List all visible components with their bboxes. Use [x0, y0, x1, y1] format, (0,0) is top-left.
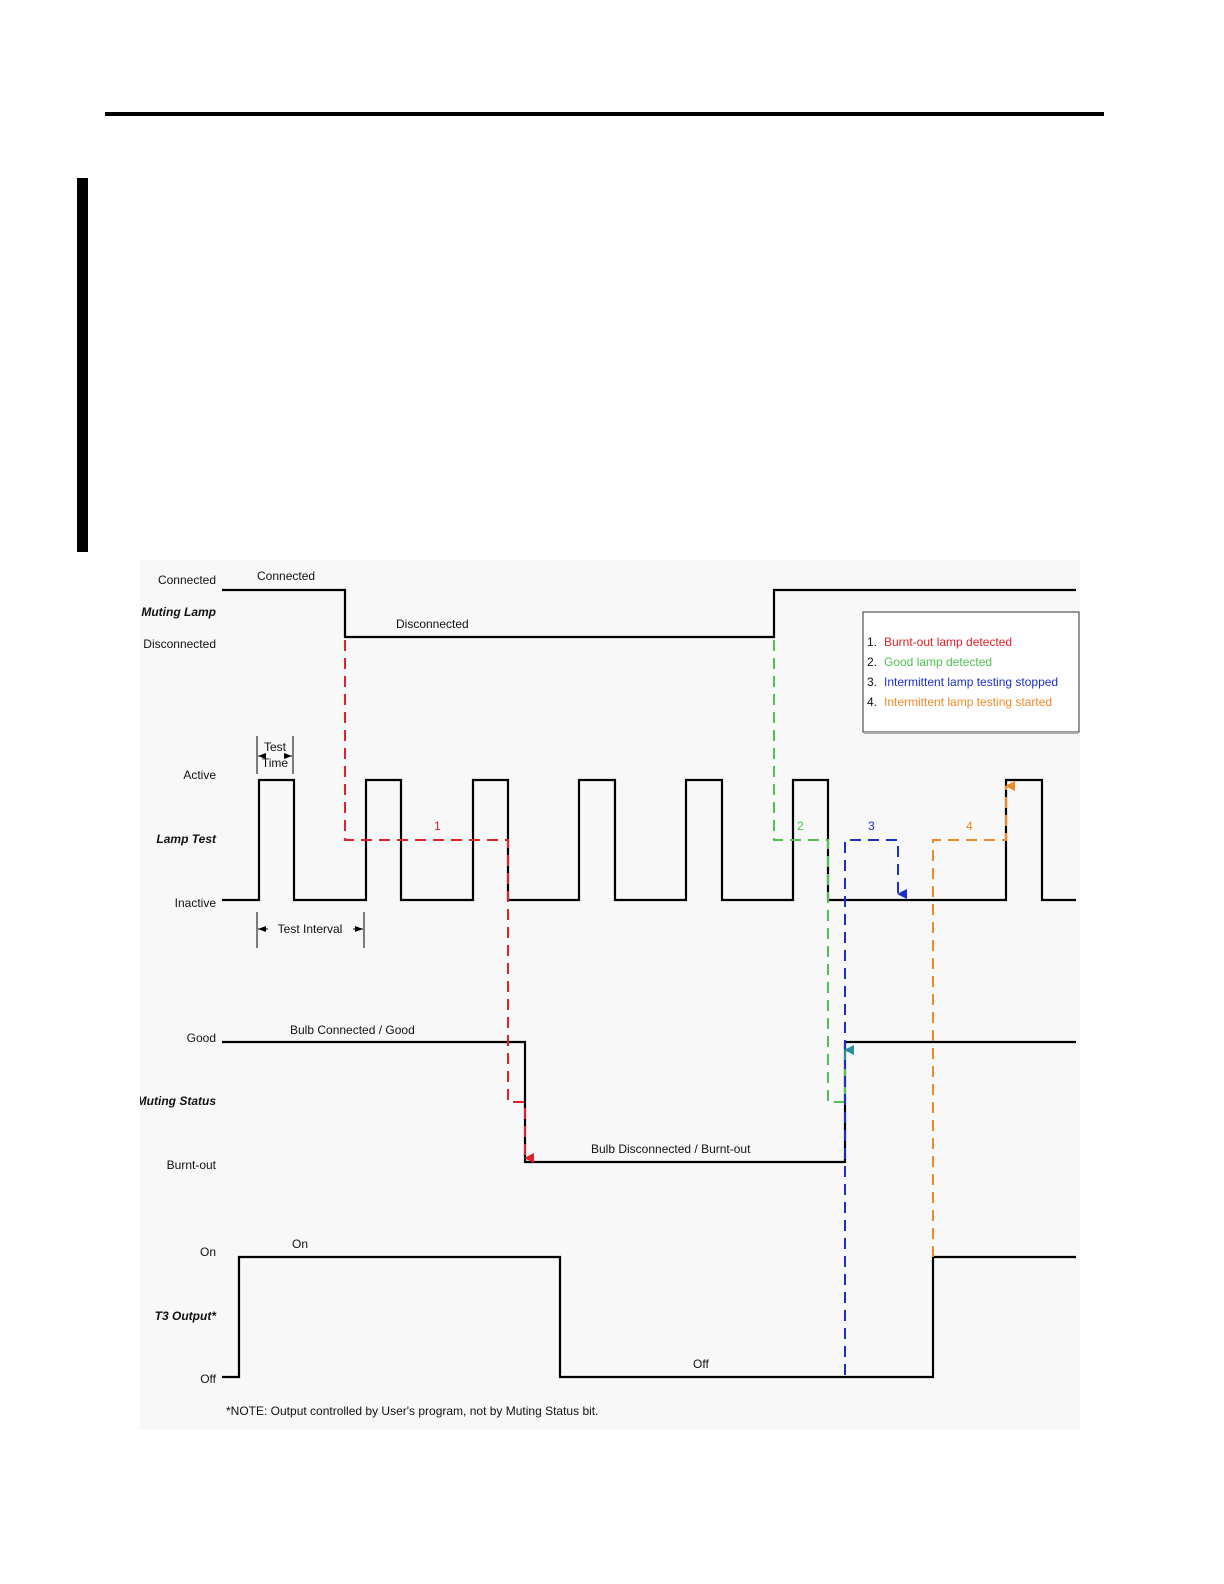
t3-output-low-label: Off — [200, 1372, 216, 1386]
muting-status-waveform — [222, 1040, 1076, 1164]
top-rule — [105, 112, 1104, 116]
legend-3-text: Intermittent lamp testing stopped — [884, 675, 1058, 689]
legend-1-num: 1. — [867, 635, 877, 649]
muting-status-high-label: Good — [187, 1031, 216, 1045]
path-3-testing-stopped — [844, 839, 907, 1375]
t3-output-off-note: Off — [693, 1357, 709, 1371]
footnote: *NOTE: Output controlled by User's progr… — [226, 1404, 598, 1418]
muting-lamp-high-label: Connected — [158, 573, 216, 587]
change-bar — [77, 178, 88, 552]
marker-3: 3 — [868, 819, 875, 833]
muting-lamp-connected-note: Connected — [257, 569, 315, 583]
legend-2-num: 2. — [867, 655, 877, 669]
marker-4: 4 — [966, 819, 973, 833]
lamp-test-high-label: Active — [183, 768, 216, 782]
legend-box — [862, 611, 1080, 733]
muting-status-name: Muting Status — [140, 1094, 216, 1108]
muting-status-burntout-note: Bulb Disconnected / Burnt-out — [591, 1142, 751, 1156]
test-interval-label: Test Interval — [278, 922, 343, 936]
timing-diagram-svg: Connected Muting Lamp Disconnected Activ… — [140, 569, 1080, 1418]
muting-lamp-disconnected-note: Disconnected — [396, 617, 469, 631]
t3-output-high-label: On — [200, 1245, 216, 1259]
muting-lamp-name: Muting Lamp — [141, 605, 216, 619]
legend-4-num: 4. — [867, 695, 877, 709]
t3-output-on-note: On — [292, 1237, 308, 1251]
timing-diagram: Connected Muting Lamp Disconnected Activ… — [140, 560, 1080, 1430]
muting-lamp-waveform — [222, 588, 1076, 639]
legend: 1. Burnt-out lamp detected 2. Good lamp … — [862, 611, 1080, 734]
lamp-test-low-label: Inactive — [175, 896, 217, 910]
legend-1-text: Burnt-out lamp detected — [884, 635, 1012, 649]
legend-4-text: Intermittent lamp testing started — [884, 695, 1052, 709]
test-time-label-2: Time — [262, 756, 289, 770]
t3-output-waveform — [222, 1255, 1076, 1379]
path-4-testing-started — [932, 781, 1015, 1257]
path-2-good-lamp — [773, 640, 846, 1103]
muting-status-low-label: Burnt-out — [167, 1158, 217, 1172]
path-1-burnt-out — [344, 640, 534, 1163]
t3-output-name: T3 Output* — [155, 1309, 218, 1323]
muting-status-good-note: Bulb Connected / Good — [290, 1023, 415, 1037]
test-time-label-1: Test — [264, 740, 287, 754]
marker-1: 1 — [434, 819, 441, 833]
lamp-test-waveform — [222, 778, 1076, 902]
legend-3-num: 3. — [867, 675, 877, 689]
muting-lamp-low-label: Disconnected — [143, 637, 216, 651]
legend-2-text: Good lamp detected — [884, 655, 992, 669]
lamp-test-name: Lamp Test — [156, 832, 217, 846]
marker-2: 2 — [797, 819, 804, 833]
